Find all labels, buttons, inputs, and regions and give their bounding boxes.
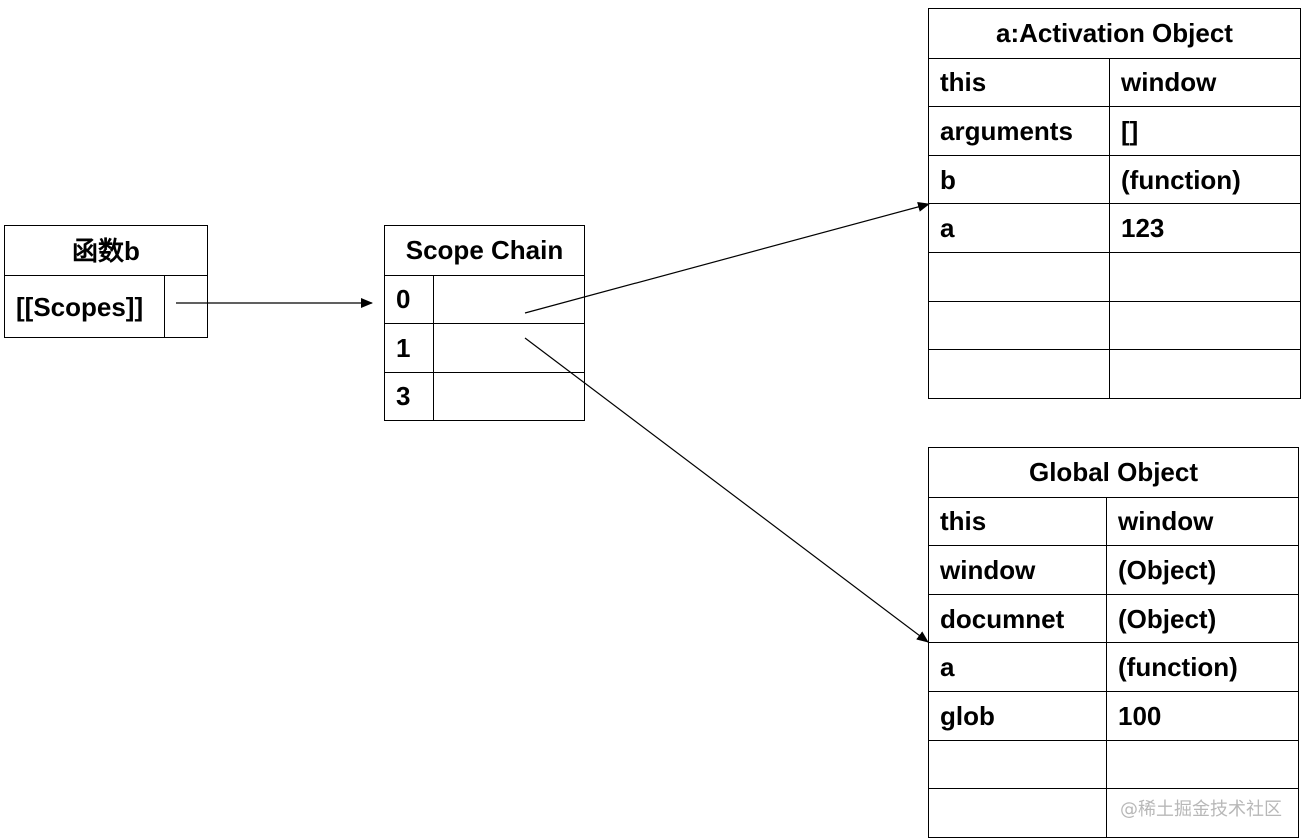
activation-object-value: []	[1109, 107, 1300, 155]
global-object-key: documnet	[940, 603, 1065, 634]
scope-chain-box: Scope Chain 0 1 3	[384, 225, 585, 421]
global-object-row: glob 100	[929, 690, 1298, 740]
scope-chain-index: 0	[396, 284, 411, 315]
activation-object-key	[929, 302, 1109, 350]
scope-chain-row: 1	[385, 323, 584, 372]
function-b-title: 函数b	[72, 235, 140, 266]
global-object-row: a (function)	[929, 642, 1298, 691]
function-b-box: 函数b [[Scopes]]	[4, 225, 208, 338]
activation-object-row	[929, 251, 1300, 301]
global-object-row	[929, 739, 1298, 789]
global-object-value: 100	[1106, 691, 1298, 740]
scope-chain-pointer-cell	[433, 372, 584, 420]
activation-object-title: a:Activation Object	[996, 18, 1233, 49]
global-object-title: Global Object	[1028, 457, 1199, 488]
activation-object-value	[1109, 301, 1300, 350]
scope-chain-row: 3	[385, 371, 584, 420]
global-object-key: a	[940, 652, 955, 683]
activation-object-title-row: a:Activation Object	[929, 9, 1300, 58]
global-object-key: glob	[940, 700, 995, 731]
activation-object-row: this window	[929, 57, 1300, 107]
activation-object-value: window	[1109, 58, 1300, 107]
activation-object-row: arguments []	[929, 106, 1300, 155]
watermark-text: @稀土掘金技术社区	[1120, 799, 1282, 820]
function-b-scopes-row: [[Scopes]]	[5, 275, 207, 337]
global-object-value: (Object)	[1106, 546, 1298, 594]
activation-object-value	[1109, 350, 1300, 398]
activation-object-key: arguments	[940, 115, 1073, 146]
scope-chain-pointer-cell	[433, 324, 584, 372]
scope-chain-title: Scope Chain	[405, 235, 564, 266]
activation-object-value: (function)	[1109, 155, 1300, 204]
global-object-box: Global Object this window window (Object…	[928, 447, 1299, 838]
global-object-key	[929, 789, 1106, 837]
activation-object-value	[1109, 252, 1300, 301]
global-object-key	[929, 741, 1106, 789]
activation-object-box: a:Activation Object this window argument…	[928, 8, 1301, 399]
activation-object-key: this	[940, 67, 987, 98]
scopes-label: [[Scopes]]	[16, 291, 144, 322]
global-object-title-row: Global Object	[929, 448, 1298, 497]
scope-chain-row: 0	[385, 274, 584, 323]
activation-object-row: b (function)	[929, 154, 1300, 204]
function-b-title-row: 函数b	[5, 226, 207, 275]
global-object-value: window	[1106, 497, 1298, 546]
global-object-row: window (Object)	[929, 545, 1298, 594]
global-object-key: window	[940, 554, 1036, 585]
global-object-key: this	[940, 506, 987, 537]
activation-object-row	[929, 349, 1300, 398]
activation-object-value: 123	[1109, 204, 1300, 252]
global-object-value: (function)	[1106, 643, 1298, 691]
activation-object-row	[929, 300, 1300, 350]
scope-chain-index: 1	[396, 332, 411, 363]
activation-object-key	[929, 253, 1109, 301]
global-object-row	[929, 788, 1298, 837]
activation-object-row: a 123	[929, 203, 1300, 252]
activation-object-key: a	[940, 213, 955, 244]
global-object-row: documnet (Object)	[929, 593, 1298, 643]
global-object-value	[1106, 740, 1298, 789]
activation-object-key	[929, 350, 1109, 398]
arrow-scope-0-to-activation-object	[524, 202, 930, 314]
global-object-value: (Object)	[1106, 594, 1298, 643]
global-object-value	[1106, 789, 1298, 837]
global-object-row: this window	[929, 496, 1298, 546]
activation-object-key: b	[940, 164, 956, 195]
scope-chain-index: 3	[396, 381, 411, 412]
scope-chain-pointer-cell	[433, 275, 584, 323]
scopes-pointer-cell	[164, 276, 207, 337]
arrow-scope-1-to-global-object	[524, 337, 929, 643]
scope-chain-title-row: Scope Chain	[385, 226, 584, 275]
